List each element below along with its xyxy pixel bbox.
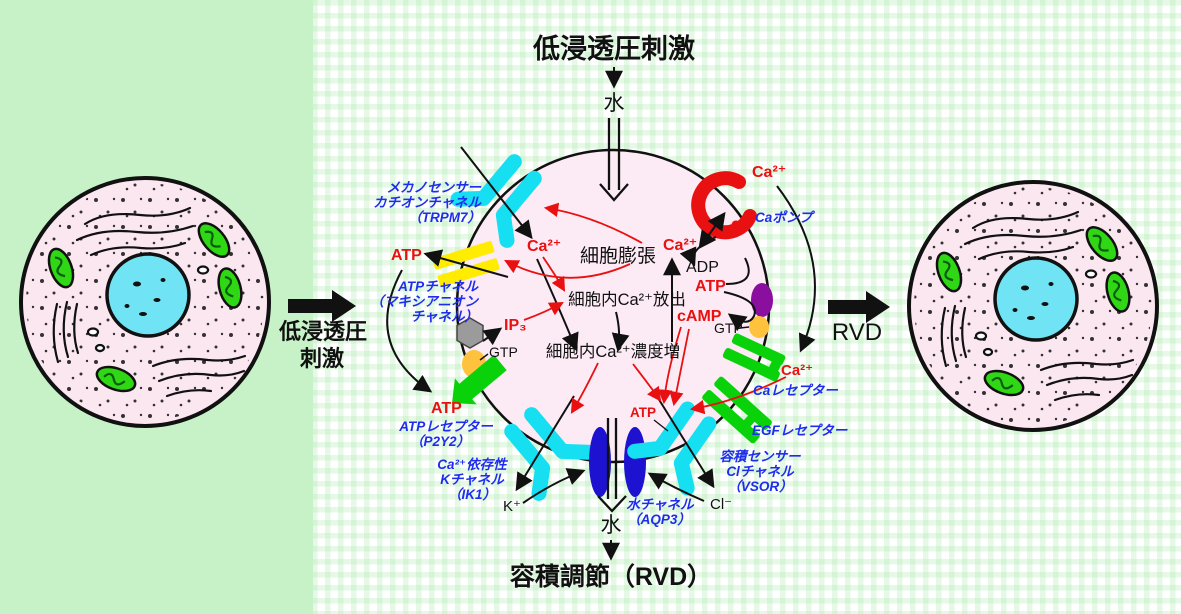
red-signal-arrows xyxy=(504,202,787,415)
label-water-channel-2: （AQP3） xyxy=(627,512,691,527)
hypotonic-stimulus-arrow xyxy=(288,290,356,322)
label-atp-channel-2: （マキシアニオン xyxy=(370,294,479,309)
label-atp-receptor-2: （P2Y2） xyxy=(410,434,470,449)
label-egf-receptor: EGFレセプター xyxy=(752,423,848,438)
label-ca-increase: 細胞内Ca²⁺濃度増 xyxy=(546,342,680,361)
label-cl-channel-2: Clチャネル xyxy=(726,464,795,479)
label-k-efflux: K⁺ xyxy=(503,498,521,515)
label-camp: cAMP xyxy=(677,308,722,325)
label-atp-channel-3: チャネル） xyxy=(411,309,478,324)
label-water-channel-1: 水チャネル xyxy=(626,497,695,512)
label-ca-receptor: Caレセプター xyxy=(753,383,838,398)
p2y2-receptor-icon xyxy=(452,354,507,405)
label-ca-extracellular: Ca²⁺ xyxy=(752,164,786,181)
left-cell-illustration xyxy=(21,178,269,426)
label-ca-pump: Caポンプ xyxy=(755,210,816,225)
label-ca-right: Ca²⁺ xyxy=(663,237,697,254)
label-k-channel-1: Ca²⁺依存性 xyxy=(437,457,508,472)
label-k-channel-2: Kチャネル xyxy=(440,472,505,487)
black-arrows xyxy=(386,146,816,561)
ca-receptor-icon xyxy=(722,333,786,382)
label-atp-pump: ATP xyxy=(695,278,726,295)
label-mechanosensor-1: メカノセンサー xyxy=(387,180,482,195)
title-hypotonic-stimulus: 低浸透圧刺激 xyxy=(532,33,695,64)
label-ip3: IP₃ xyxy=(504,317,527,334)
label-ca-at-receptor: Ca²⁺ xyxy=(781,362,813,379)
water-out-label: 水 xyxy=(601,514,622,537)
label-mechanosensor-3: （TRPM7） xyxy=(408,210,481,225)
component-labels: メカノセンサー カチオンチャネル （TRPM7） ATPチャネル （マキシアニオ… xyxy=(370,180,847,527)
label-atp-channel-1: ATPチャネル xyxy=(397,279,479,294)
label-k-channel-3: （IK1） xyxy=(448,487,496,502)
rvd-label: RVD xyxy=(832,319,882,346)
label-atp-receptor-1: ATPレセプター xyxy=(398,419,493,434)
label-atp-released: ATP xyxy=(391,247,422,264)
label-ca-left: Ca²⁺ xyxy=(527,238,561,255)
right-cell-illustration xyxy=(909,182,1157,430)
label-cell-swelling: 細胞膨張 xyxy=(580,245,656,267)
hypotonic-stimulus-label-line2: 刺激 xyxy=(300,346,344,371)
label-cl-efflux: Cl⁻ xyxy=(710,496,732,513)
water-in-label: 水 xyxy=(604,92,625,115)
label-ca-release: 細胞内Ca²⁺放出 xyxy=(568,290,686,309)
rvd-arrow xyxy=(828,291,890,323)
label-cl-channel-1: 容積センサー xyxy=(720,449,801,464)
title-volume-regulation: 容積調節（RVD） xyxy=(510,562,712,591)
label-cl-channel-3: （VSOR） xyxy=(727,479,792,494)
label-mechanosensor-2: カチオンチャネル xyxy=(373,195,482,210)
maxi-anion-channel-icon xyxy=(432,241,500,287)
g-protein-right xyxy=(739,283,773,338)
label-adp: ADP xyxy=(686,259,719,276)
aquaporin-icon xyxy=(589,427,646,497)
label-gtp-left: GTP xyxy=(489,344,518,360)
label-atp-at-receptor: ATP xyxy=(431,400,462,417)
label-gtp-right: GTP xyxy=(714,320,743,336)
hypotonic-stimulus-label-line1: 低浸透圧 xyxy=(278,319,367,344)
water-influx-arrow xyxy=(599,118,629,202)
label-atp-at-vsor: ATP xyxy=(630,405,656,420)
water-efflux-arrow xyxy=(597,418,627,513)
